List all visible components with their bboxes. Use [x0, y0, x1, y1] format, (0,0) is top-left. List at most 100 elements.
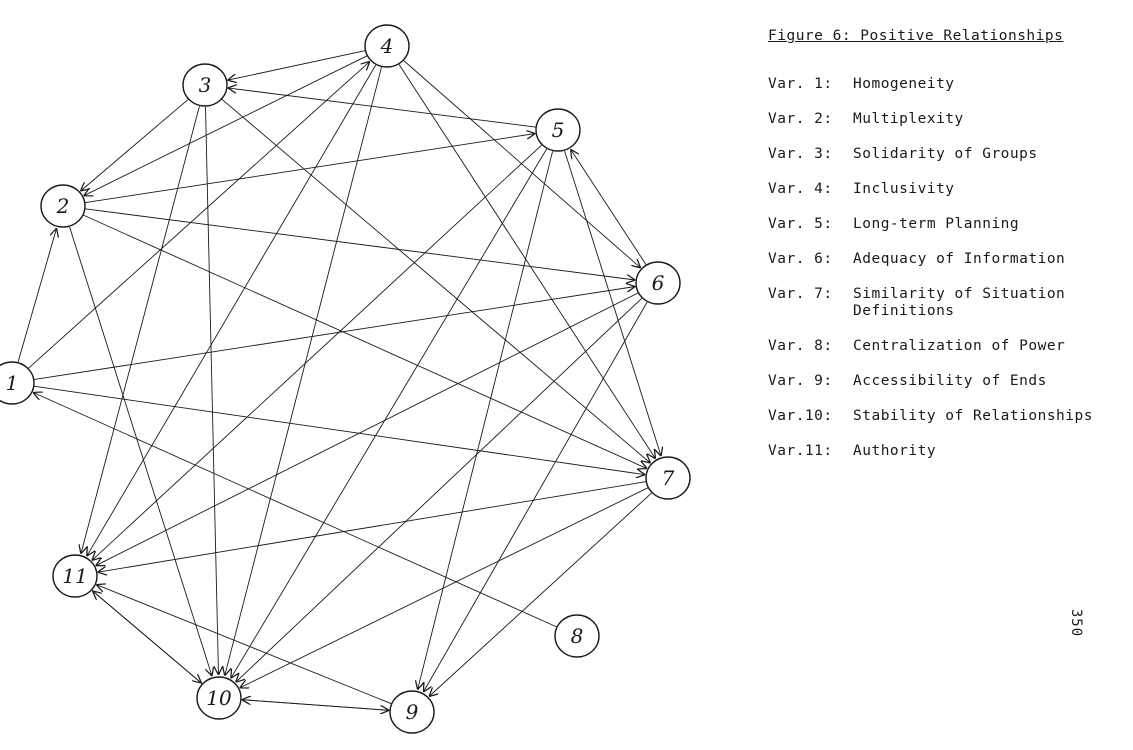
node-circle — [389, 690, 435, 734]
edge-7-to-11 — [98, 481, 647, 573]
edge-4-to-6 — [403, 60, 641, 268]
page-number: 350 — [1068, 608, 1085, 638]
node-circle — [196, 676, 242, 720]
legend-text: Accessibility of Ends — [853, 373, 1047, 389]
node-label: 9 — [406, 700, 419, 724]
edge-4-to-3 — [228, 50, 366, 81]
figure-title: Figure 6: Positive Relationships — [768, 28, 1064, 44]
node-label: 8 — [571, 624, 584, 648]
node-circle — [364, 24, 410, 68]
legend-item-var-7: Var. 7: Similarity of Situation Definiti… — [768, 286, 1118, 320]
edge-9-to-11 — [96, 585, 392, 705]
edge-2-to-7 — [82, 214, 647, 469]
node-circle — [40, 184, 86, 228]
edge-4-to-2 — [84, 55, 368, 196]
edge-7-to-9 — [429, 492, 653, 697]
node-label: 3 — [199, 73, 212, 97]
node-9: 9 — [389, 690, 435, 734]
legend-text: Adequacy of Information — [853, 251, 1066, 267]
node-circle — [182, 63, 228, 107]
node-label: 11 — [62, 564, 87, 588]
edge-2-to-10 — [69, 226, 212, 676]
legend-key: Var. 1: — [768, 76, 833, 92]
legend-item-var-10: Var.10: Stability of Relationships — [768, 408, 1118, 425]
legend-item-var-3: Var. 3: Solidarity of Groups — [768, 146, 1118, 163]
legend-item-var-9: Var. 9: Accessibility of Ends — [768, 373, 1118, 390]
node-label: 2 — [56, 194, 70, 218]
edge-6-to-11 — [96, 292, 639, 566]
node-7: 7 — [645, 456, 691, 500]
edge-1-to-4 — [28, 61, 370, 369]
edges-layer — [17, 50, 661, 711]
legend-item-var-2: Var. 2: Multiplexity — [768, 111, 1118, 128]
legend-text: Homogeneity — [853, 76, 955, 92]
edge-4-to-10 — [225, 67, 382, 675]
node-8: 8 — [554, 614, 600, 658]
legend-key: Var. 6: — [768, 251, 833, 267]
legend-text: Stability of Relationships — [853, 408, 1093, 424]
node-6: 6 — [635, 261, 681, 305]
node-circle — [554, 614, 600, 658]
node-label: 4 — [380, 34, 394, 58]
legend-list: Var. 1: Homogeneity Var. 2: Multiplexity… — [768, 76, 1118, 460]
node-11: 11 — [52, 554, 98, 598]
legend-key: Var. 2: — [768, 111, 833, 127]
legend-key: Var.11: — [768, 443, 833, 459]
node-circle — [535, 108, 581, 152]
legend-item-var-11: Var.11: Authority — [768, 443, 1118, 460]
edge-5-to-3 — [228, 88, 537, 128]
node-label: 6 — [652, 271, 665, 295]
edge-3-to-7 — [221, 98, 651, 463]
node-4: 4 — [364, 24, 410, 68]
node-5: 5 — [535, 108, 581, 152]
node-circle — [0, 361, 35, 405]
edge-10-to-9 — [240, 699, 389, 711]
legend-item-var-4: Var. 4: Inclusivity — [768, 181, 1118, 198]
legend-text: Long-term Planning — [853, 216, 1020, 232]
legend-text: Authority — [853, 443, 937, 459]
legend-key: Var. 8: — [768, 338, 833, 354]
edge-7-to-10 — [240, 487, 649, 688]
node-label: 1 — [6, 371, 19, 395]
node-3: 3 — [182, 63, 228, 107]
edge-5-to-9 — [418, 151, 554, 689]
edge-5-to-10 — [231, 148, 548, 678]
edge-4-to-11 — [87, 64, 377, 556]
nodes-layer: 1 2 3 4 5 6 7 8 9 10 11 — [0, 24, 691, 734]
edge-1-to-6 — [33, 287, 636, 381]
edge-11-to-10 — [91, 589, 202, 683]
legend-key: Var. 5: — [768, 216, 833, 232]
legend-text: Multiplexity — [853, 111, 964, 127]
edge-4-to-7 — [398, 64, 656, 458]
node-label: 5 — [552, 118, 565, 142]
legend-item-var-8: Var. 8: Centralization of Power — [768, 338, 1118, 355]
edge-6-to-10 — [236, 297, 643, 682]
node-circle — [52, 554, 98, 598]
edge-3-to-11 — [81, 106, 200, 554]
node-10: 10 — [196, 676, 242, 720]
legend-key: Var. 7: — [768, 286, 833, 302]
edge-1-to-2 — [17, 228, 57, 363]
legend-item-var-5: Var. 5: Long-term Planning — [768, 216, 1118, 233]
legend-text: Inclusivity — [853, 181, 955, 197]
edge-5-to-11 — [92, 144, 543, 561]
legend-key: Var.10: — [768, 408, 833, 424]
edge-1-to-7 — [33, 385, 645, 475]
edge-3-to-2 — [81, 98, 189, 191]
edge-2-to-6 — [84, 208, 635, 280]
edge-8-to-1 — [33, 392, 558, 628]
legend-key: Var. 3: — [768, 146, 833, 162]
legend-key: Var. 9: — [768, 373, 833, 389]
node-2: 2 — [40, 184, 86, 228]
edge-6-to-5 — [571, 149, 647, 265]
edge-3-to-10 — [205, 106, 219, 675]
legend-text: Centralization of Power — [853, 338, 1066, 354]
edge-2-to-5 — [84, 134, 536, 204]
node-circle — [645, 456, 691, 500]
legend-key: Var. 4: — [768, 181, 833, 197]
figure-legend: Figure 6: Positive Relationships Var. 1:… — [768, 28, 1118, 478]
relationship-graph: 1 2 3 4 5 6 7 8 9 10 11 — [0, 24, 691, 734]
node-circle — [635, 261, 681, 305]
edge-6-to-9 — [423, 301, 648, 692]
legend-text: Similarity of Situation Definitions — [853, 286, 1066, 319]
